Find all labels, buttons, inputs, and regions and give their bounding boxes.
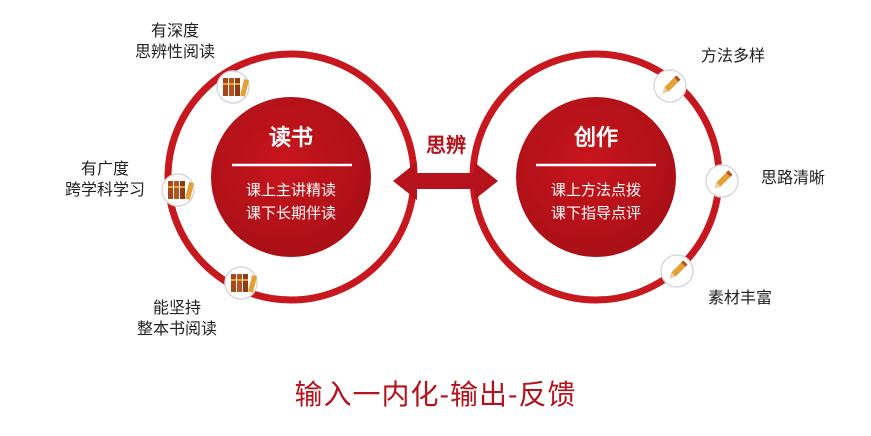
right-label-top: 方法多样 xyxy=(688,45,778,66)
left-label-bottom: 能坚持 整本书阅读 xyxy=(122,297,232,339)
left-books-icon-2 xyxy=(161,173,195,207)
left-circle-line-2: 课下长期伴读 xyxy=(245,204,336,222)
left-circle-group xyxy=(164,50,418,304)
right-pencil-icon-2 xyxy=(705,164,739,198)
left-label-top-line-1: 有深度 xyxy=(150,21,199,40)
right-inner-disc xyxy=(516,97,676,257)
right-circle-line-1: 课上方法点拨 xyxy=(550,181,641,199)
left-circle-line-1: 课上主讲精读 xyxy=(245,181,336,199)
left-label-bottom-line-2: 整本书阅读 xyxy=(136,319,217,338)
right-pencil-icon-3 xyxy=(660,254,694,288)
right-circle-title: 创作 xyxy=(573,126,618,151)
right-label-top-line-1: 方法多样 xyxy=(700,46,765,65)
right-label-bottom-line-1: 素材丰富 xyxy=(707,288,772,307)
right-circle-line-2: 课下指导点评 xyxy=(550,204,641,222)
left-books-icon-3 xyxy=(224,266,258,300)
left-label-top: 有深度 思辨性阅读 xyxy=(120,20,230,62)
left-books-icon-1 xyxy=(216,70,250,104)
left-inner-disc xyxy=(211,97,371,257)
left-label-middle-line-2: 跨学科学习 xyxy=(64,180,145,199)
right-label-bottom: 素材丰富 xyxy=(695,287,785,308)
left-label-middle-line-1: 有广度 xyxy=(80,159,129,178)
left-label-top-line-2: 思辨性阅读 xyxy=(134,42,215,61)
double-arrow-icon xyxy=(393,162,498,200)
left-label-bottom-line-1: 能坚持 xyxy=(152,298,201,317)
right-pencil-icon-1 xyxy=(653,69,687,103)
right-label-middle: 思路清晰 xyxy=(748,167,838,188)
left-circle-title: 读书 xyxy=(268,126,313,151)
connector-label: 思辨 xyxy=(426,133,466,157)
right-label-middle-line-1: 思路清晰 xyxy=(760,168,825,187)
left-label-middle: 有广度 跨学科学习 xyxy=(50,158,160,200)
footer-caption: 输入一内化-输出-反馈 xyxy=(294,378,577,411)
